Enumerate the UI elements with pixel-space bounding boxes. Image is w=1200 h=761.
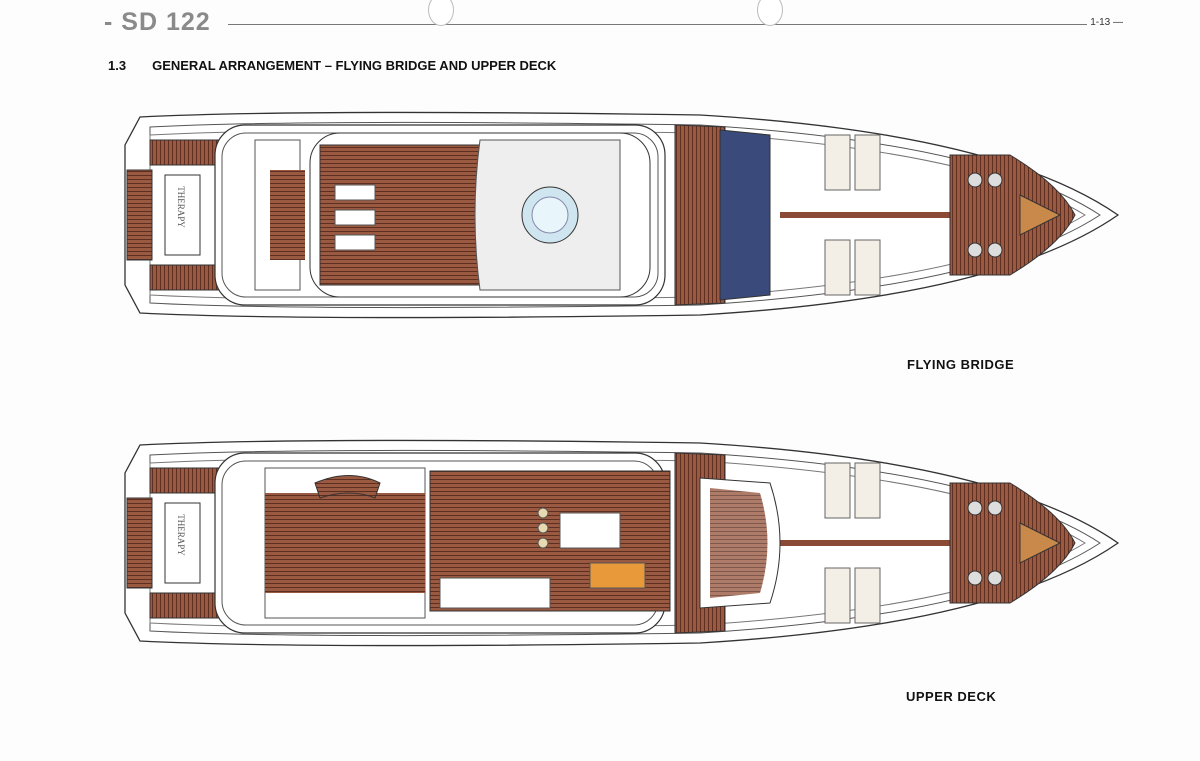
upper-deck-label: UPPER DECK <box>906 689 997 704</box>
flying-bridge-label: FLYING BRIDGE <box>907 357 1015 372</box>
binder-hole <box>428 0 454 26</box>
header-rule <box>228 24 1104 25</box>
flying-bridge-plan <box>124 111 1119 319</box>
section-heading: GENERAL ARRANGEMENT – FLYING BRIDGE AND … <box>152 58 557 73</box>
stern-name: THERAPY <box>176 514 186 556</box>
model-name: - SD 122 <box>104 8 211 36</box>
stern-name: THERAPY <box>176 186 186 228</box>
section-title: 1.3 GENERAL ARRANGEMENT – FLYING BRIDGE A… <box>108 58 556 73</box>
page-number: 1-13 — <box>1087 17 1126 28</box>
binder-hole <box>757 0 783 26</box>
section-number: 1.3 <box>108 58 127 73</box>
upper-deck-plan <box>124 439 1119 647</box>
